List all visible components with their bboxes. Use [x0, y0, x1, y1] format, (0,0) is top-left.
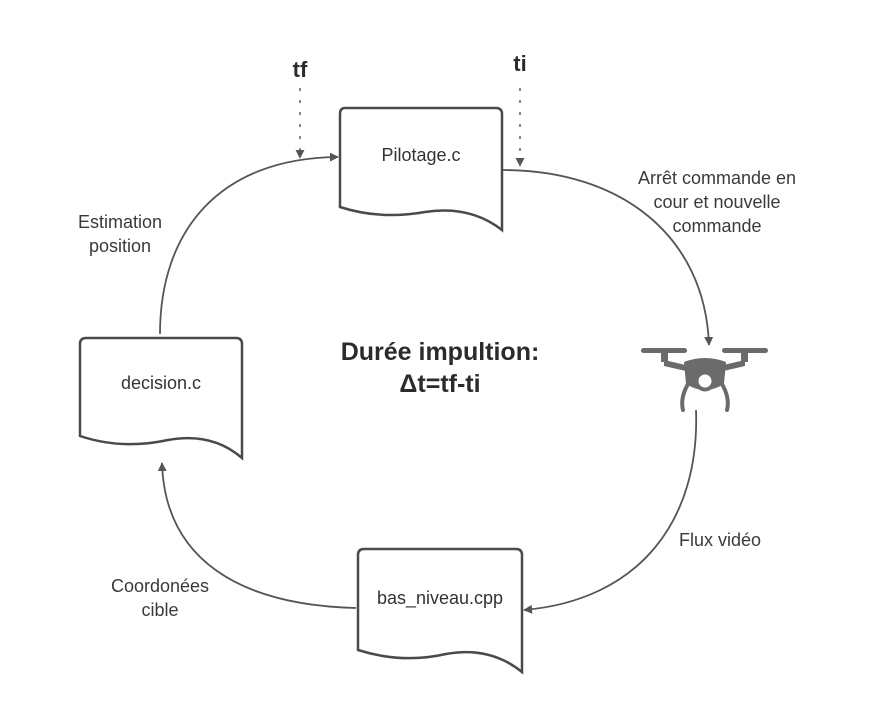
arrow-drone-to-bas-niveau [523, 409, 698, 614]
arret-line-3: commande [672, 216, 762, 236]
arrow-decision-to-pilotage [159, 152, 339, 335]
bas-niveau-document-label: bas_niveau.cpp [376, 588, 504, 608]
center-line-2: Δt=tf-ti [399, 370, 481, 398]
arrow-bas-niveau-to-decision [157, 462, 357, 609]
pilotage-document-shape [338, 106, 504, 233]
pilotage-document-label: Pilotage.c [381, 145, 461, 165]
estimation-line-1: Estimation [77, 212, 163, 232]
center-duration-label: Durée impultion: Δt=tf-ti [300, 336, 580, 400]
coord-line-2: cible [141, 600, 179, 620]
ti-marker-label: ti [513, 51, 527, 76]
center-line-1: Durée impultion: [340, 338, 540, 366]
estimation-position-label: Estimation position [50, 210, 190, 258]
tf-marker-label: tf [292, 57, 308, 82]
drone-icon [641, 348, 768, 412]
arrow-pilotage-to-drone [502, 169, 714, 346]
coordonnees-cible-label: Coordonées cible [85, 574, 235, 622]
coord-line-1: Coordonées [110, 576, 210, 596]
bas-niveau-document-shape [356, 547, 524, 675]
arret-commande-label: Arrêt commande en cour et nouvelle comma… [612, 166, 822, 238]
decision-document-label: decision.c [120, 373, 202, 393]
arret-line-2: cour et nouvelle [653, 192, 781, 212]
decision-document-shape [78, 336, 244, 461]
estimation-line-2: position [88, 236, 152, 256]
arret-line-1: Arrêt commande en [637, 168, 797, 188]
flux-video-label: Flux vidéo [678, 530, 762, 550]
